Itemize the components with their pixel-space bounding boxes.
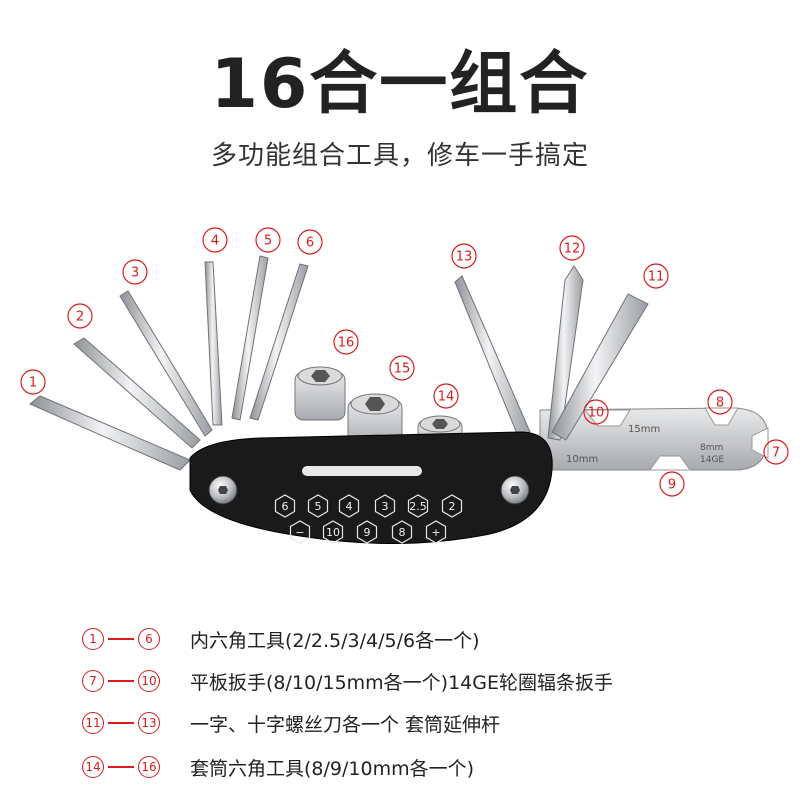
callout-9: 9 <box>659 471 685 497</box>
face-number: 4 <box>346 500 353 513</box>
callout-number: 10 <box>588 406 605 421</box>
wrench-mark-14ge: 14GE <box>700 455 724 465</box>
callout-10: 10 <box>583 399 609 425</box>
callout-2: 2 <box>67 303 93 329</box>
legend-dash <box>108 722 134 724</box>
face-number: 2.5 <box>409 500 427 513</box>
face-number-marker: 10 <box>322 520 344 544</box>
callout-13: 13 <box>451 243 477 269</box>
callout-number: 8 <box>716 396 724 411</box>
face-number: 9 <box>364 526 371 539</box>
legend-dash <box>108 638 134 640</box>
legend-range: 14 16 <box>82 756 182 778</box>
legend-range: 7 10 <box>82 670 182 692</box>
callout-8: 8 <box>707 389 733 415</box>
face-numbers: 6 5 4 3 2.5 2 − 10 9 8 + <box>274 494 463 544</box>
face-number: 8 <box>399 526 406 539</box>
wrench-mark-8mm: 8mm <box>700 443 723 453</box>
page-subtitle: 多功能组合工具，修车一手搞定 <box>210 141 589 171</box>
sockets <box>294 366 463 459</box>
legend-from: 7 <box>82 670 104 692</box>
wrench-mark-15mm: 15mm <box>628 424 660 435</box>
callout-6: 6 <box>297 229 323 255</box>
legend-dash <box>108 680 134 682</box>
legend-row: 7 10 平板扳手(8/10/15mm各一个)14GE轮圈辐条扳手 <box>82 666 782 696</box>
callout-16: 16 <box>333 329 359 355</box>
callout-number: 5 <box>264 234 272 249</box>
callout-number: 7 <box>772 446 780 461</box>
legend-dash <box>108 766 134 768</box>
face-number-marker: + <box>425 520 447 544</box>
callout-number: 4 <box>211 234 219 249</box>
callout-number: 11 <box>648 270 665 285</box>
wrench-mark-10mm: 10mm <box>566 454 598 465</box>
face-number: 6 <box>282 500 289 513</box>
callout-number: 6 <box>306 236 314 251</box>
callout-number: 12 <box>564 242 581 257</box>
callout-number: 13 <box>456 250 473 265</box>
legend-text: 平板扳手(8/10/15mm各一个)14GE轮圈辐条扳手 <box>190 671 613 694</box>
multitool-illustration: 15mm 10mm 8mm 14GE 6 5 4 3 2 <box>20 227 789 544</box>
callout-4: 4 <box>202 227 228 253</box>
legend-to: 10 <box>138 670 160 692</box>
screwdrivers <box>454 265 649 441</box>
legend-from: 14 <box>82 756 104 778</box>
face-number-marker: 4 <box>338 494 360 518</box>
legend-row: 14 16 套筒六角工具(8/9/10mm各一个) <box>82 752 782 782</box>
face-number-marker: 9 <box>356 520 378 544</box>
callout-12: 12 <box>559 235 585 261</box>
face-number-marker: 6 <box>274 494 296 518</box>
face-number: − <box>295 526 304 539</box>
face-number-marker: 3 <box>374 494 396 518</box>
page-title: 16合一组合 <box>210 45 590 124</box>
callout-15: 15 <box>389 355 415 381</box>
face-number-marker: 8 <box>391 520 413 544</box>
callout-7: 7 <box>763 439 789 465</box>
face-number-marker: − <box>289 520 311 544</box>
legend-row: 11 13 一字、十字螺丝刀各一个 套筒延伸杆 <box>82 708 782 738</box>
hex-keys <box>29 255 309 471</box>
legend-from: 1 <box>82 628 104 650</box>
face-number-marker: 2 <box>441 494 463 518</box>
callout-11: 11 <box>643 263 669 289</box>
legend-to: 6 <box>138 628 160 650</box>
face-number: 3 <box>382 500 389 513</box>
legend-text: 套筒六角工具(8/9/10mm各一个) <box>190 757 474 780</box>
face-number: + <box>431 526 440 539</box>
callout-number: 1 <box>29 376 37 391</box>
callout-number: 2 <box>76 310 84 325</box>
face-number: 5 <box>315 500 322 513</box>
tool-body: 6 5 4 3 2.5 2 − 10 9 8 + <box>189 431 553 544</box>
callout-14: 14 <box>433 383 459 409</box>
legend-text: 一字、十字螺丝刀各一个 套筒延伸杆 <box>190 713 501 736</box>
face-number-marker: 2.5 <box>407 494 429 518</box>
callout-5: 5 <box>255 227 281 253</box>
callout-1: 1 <box>20 369 46 395</box>
callout-number: 15 <box>394 362 411 377</box>
face-number: 2 <box>449 500 456 513</box>
face-number-marker: 5 <box>307 494 329 518</box>
callout-number: 9 <box>668 478 676 493</box>
face-number: 10 <box>326 526 340 539</box>
callout-number: 3 <box>131 266 139 281</box>
legend-from: 11 <box>82 712 104 734</box>
legend-to: 16 <box>138 756 160 778</box>
legend-range: 11 13 <box>82 712 182 734</box>
callout-number: 14 <box>438 390 455 405</box>
callout-number: 16 <box>338 336 355 351</box>
callout-3: 3 <box>122 259 148 285</box>
legend-to: 13 <box>138 712 160 734</box>
legend-text: 内六角工具(2/2.5/3/4/5/6各一个) <box>190 629 480 652</box>
